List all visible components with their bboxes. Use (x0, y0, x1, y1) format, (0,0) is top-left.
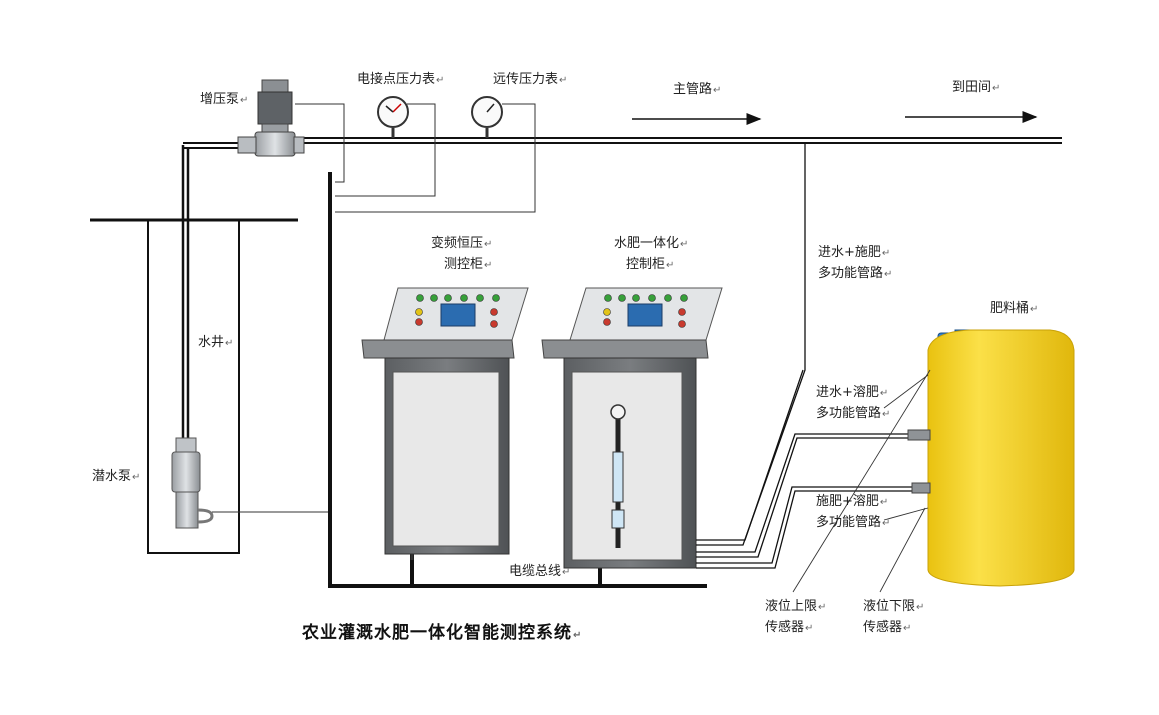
contact-pressure-gauge (377, 96, 409, 138)
level-lower-label-line2: 传感器↵ (863, 620, 912, 635)
remote-pressure-gauge (471, 96, 503, 138)
booster-pump-device (237, 79, 305, 157)
diagram-title: 农业灌溉水肥一体化智能测控系统↵ (302, 623, 583, 643)
vfd-cabinet-label-line1: 变频恒压↵ (431, 236, 493, 251)
remote-gauge-label: 远传压力表↵ (493, 72, 568, 87)
level-lower-label-line1: 液位下限↵ (863, 599, 925, 614)
fert-dissolve-label-line2: 多功能管路↵ (816, 515, 891, 530)
to-field-label: 到田间↵ (952, 80, 1001, 95)
fert-dissolve-label-line1: 施肥+溶肥↵ (816, 494, 889, 509)
water-well (90, 218, 298, 554)
submersible-pump-label: 潜水泵↵ (92, 469, 141, 484)
booster-pump-label: 增压泵↵ (200, 92, 249, 107)
contact-gauge-label: 电接点压力表↵ (357, 72, 445, 87)
fertilizer-tank (907, 329, 1075, 587)
fert-cabinet-label-line2: 控制柜↵ (626, 257, 675, 272)
multifunction-pipes (696, 143, 912, 569)
fert-cabinet-label-line1: 水肥一体化↵ (614, 236, 689, 251)
vfd-cabinet-label-line2: 测控柜↵ (444, 257, 493, 272)
submersible-pump-device (171, 437, 214, 529)
level-upper-label-line2: 传感器↵ (765, 620, 814, 635)
signal-wiring (295, 103, 536, 213)
fert-tank-label: 肥料桶↵ (990, 301, 1039, 316)
inlet-dissolve-label-line1: 进水+溶肥↵ (816, 385, 889, 400)
cable-bus-label: 电缆总线↵ (509, 564, 571, 579)
water-fertilizer-control-cabinet (541, 287, 723, 569)
water-well-label: 水井↵ (198, 335, 234, 350)
inlet-fert-pipe-label-line1: 进水+施肥↵ (818, 245, 891, 260)
vfd-control-cabinet (361, 287, 529, 560)
inlet-dissolve-label-line2: 多功能管路↵ (816, 406, 891, 421)
level-upper-label-line1: 液位上限↵ (765, 599, 827, 614)
inlet-fert-pipe-label-line2: 多功能管路↵ (818, 266, 893, 281)
main-pipe-label: 主管路↵ (673, 82, 722, 97)
level-sensor-leaders (792, 369, 931, 593)
main-pipe (183, 137, 1062, 149)
riser-pipe (181, 145, 190, 440)
